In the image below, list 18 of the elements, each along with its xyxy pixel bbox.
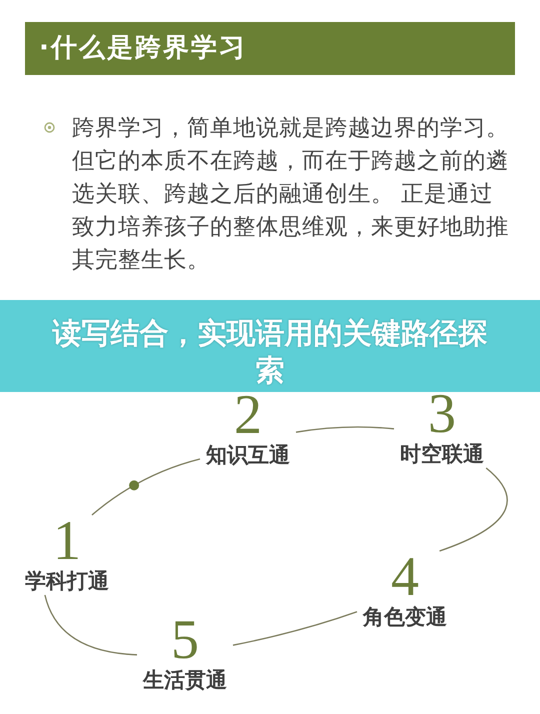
connector-line <box>44 594 138 656</box>
banner-title: 读写结合，实现语用的关键路径探索 <box>51 315 488 389</box>
step-number: 1 <box>53 515 81 567</box>
connector-line <box>296 426 394 433</box>
step-label: 学科打通 <box>25 567 109 595</box>
step-label: 角色变通 <box>363 603 447 631</box>
step-number: 3 <box>428 388 456 440</box>
connector-line <box>439 468 508 552</box>
section-title: ·什么是跨界学习 <box>39 32 247 64</box>
connector-line <box>232 611 358 646</box>
paragraph-text: 跨界学习，简单地说就是跨越边界的学习。但它的本质不在跨越，而在于跨越之前的遴选关联、跨越之后的融通创生。 正是通过致力培养孩子的整体思维观，来更好地助推其完整生长。 <box>72 114 510 275</box>
step-label: 生活贯通 <box>143 666 227 694</box>
step-number: 5 <box>171 614 199 666</box>
connector-line <box>92 458 200 516</box>
step-number: 4 <box>391 551 419 603</box>
step-number: 2 <box>234 389 262 441</box>
step-label: 知识互通 <box>206 441 290 469</box>
step-label: 时空联通 <box>400 440 484 468</box>
